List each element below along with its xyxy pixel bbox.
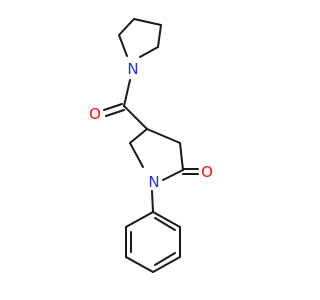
carbonyl-linker [103,79,148,130]
pyrrolidine-ring [118,18,162,58]
bond [118,18,135,36]
bond [133,18,162,26]
bond [125,211,154,228]
bond [157,24,162,48]
molecule-structure-diagram: N O N O [89,18,213,273]
double-bond [105,109,125,117]
bond [152,256,181,273]
atom-label-carbonyl-oxygen: O [89,105,101,123]
bond [125,256,154,273]
bond [152,211,181,228]
bond [146,128,181,144]
bond [129,128,148,144]
phenyl-ring [125,190,181,273]
pyrrolidinone-ring [129,128,199,181]
double-bond [103,103,123,111]
bond [129,142,144,168]
bond [151,190,154,213]
atom-label-amide-nitrogen: N [127,60,138,78]
atom-label-lactam-oxygen: O [201,163,213,181]
atom-label-ring-nitrogen: N [148,173,159,191]
bond [123,105,148,130]
bond [139,46,159,58]
bond [162,169,184,181]
bond [118,34,128,57]
bond [123,79,131,107]
aromatic-inner-bond [154,217,176,231]
bond [179,142,184,171]
aromatic-inner-bond [154,252,176,266]
